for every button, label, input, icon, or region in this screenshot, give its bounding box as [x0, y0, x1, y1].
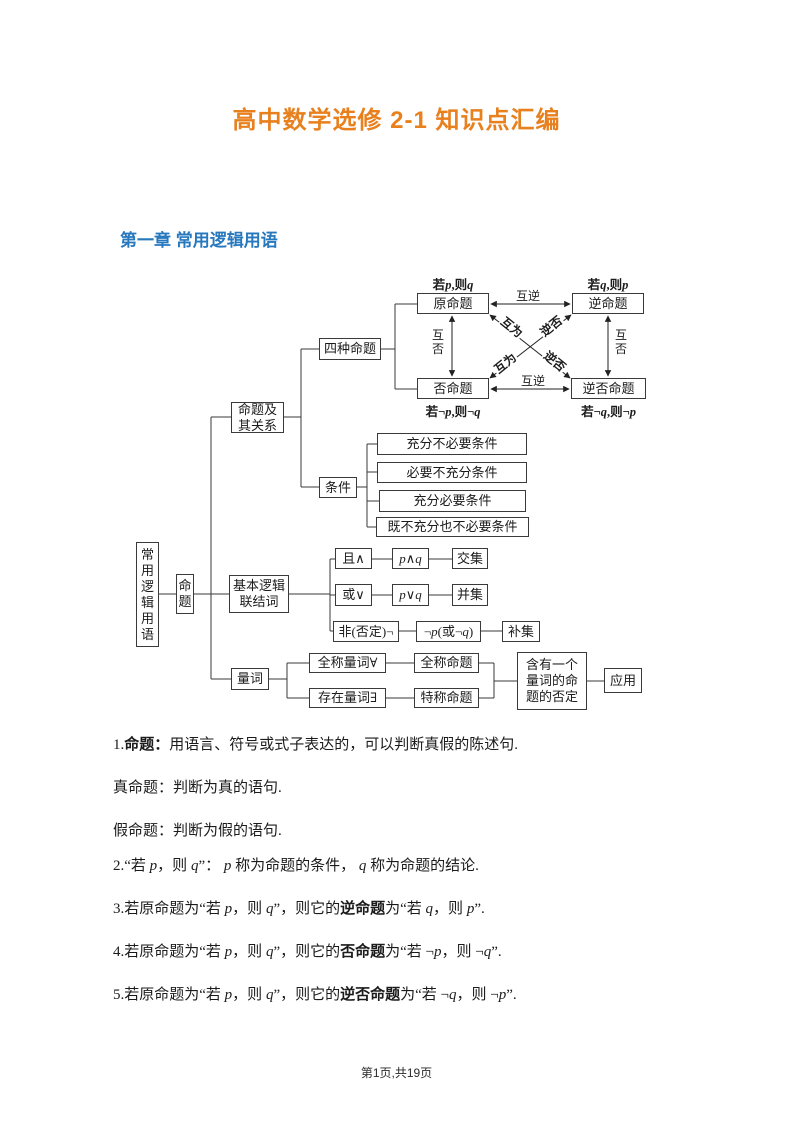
node-existential-quantifier: 存在量词∃: [309, 688, 386, 708]
node-and-connective: 且∧: [335, 548, 372, 569]
node-or-connective: 或∨: [335, 584, 372, 606]
note-2-if-p-then-q: 2.“若 p，则 q”： p 称为命题的条件， q 称为命题的结论.: [113, 858, 479, 874]
label-mutual-converse-top: 互逆: [515, 289, 540, 303]
note-1-proposition-definition: 1.命题：用语言、符号或式子表达的，可以判断真假的陈述句.: [113, 737, 519, 753]
logic-concept-map: 常 用 逻 辑 用 语 命 题 命题及 其关系 四种命题 条件 若p,则q 若q…: [134, 270, 649, 718]
node-common-logic-terms: 常 用 逻 辑 用 语: [136, 542, 159, 647]
node-particular-proposition: 特称命题: [414, 688, 479, 708]
document-title: 高中数学选修 2-1 知识点汇编: [232, 107, 561, 134]
note-3-converse: 3.若原命题为“若 p，则 q”，则它的逆命题为“若 q，则 p”.: [113, 901, 485, 917]
node-universal-quantifier: 全称量词∀: [309, 653, 386, 673]
node-application: 应用: [604, 668, 642, 693]
label-if-q-then-p: 若q,则p: [587, 278, 629, 292]
node-not-connective: 非(否定)¬: [333, 621, 399, 642]
note-true-proposition: 真命题：判断为真的语句.: [113, 780, 282, 796]
node-necessary-not-sufficient: 必要不充分条件: [377, 462, 527, 483]
node-universal-proposition: 全称命题: [414, 653, 479, 673]
node-not-p-or-not-q: ¬p(或¬q): [416, 621, 481, 642]
label-if-not-q-then-not-p: 若¬q,则¬p: [581, 405, 636, 419]
node-quantifiers: 量词: [231, 668, 269, 690]
node-intersection: 交集: [452, 548, 488, 569]
node-inverse-proposition: 否命题: [417, 378, 489, 399]
node-proposition: 命 题: [176, 574, 194, 614]
node-propositions-and-relations: 命题及 其关系: [231, 402, 284, 433]
node-four-propositions: 四种命题: [319, 338, 381, 360]
tree-branch-lines: [159, 303, 604, 699]
label-if-p-then-q: 若p,则q: [432, 278, 474, 292]
chapter-heading: 第一章 常用逻辑用语: [120, 231, 278, 250]
node-original-proposition: 原命题: [417, 293, 489, 314]
note-5-contrapositive: 5.若原命题为“若 p，则 q”，则它的逆否命题为“若 ¬q，则 ¬p”.: [113, 987, 517, 1003]
node-p-and-q: p∧q: [392, 548, 429, 569]
node-p-or-q: p∨q: [392, 584, 429, 606]
node-negation-of-quantified-proposition: 含有一个 量词的命 题的否定: [517, 652, 587, 710]
label-mutual-converse-bottom: 互逆: [520, 374, 545, 388]
label-mutual-inverse-right: 互 否: [614, 328, 627, 356]
node-sufficient-not-necessary: 充分不必要条件: [377, 433, 527, 455]
node-contrapositive-proposition: 逆否命题: [571, 378, 646, 399]
connector-lines: [159, 300, 612, 699]
node-neither-sufficient-nor-necessary: 既不充分也不必要条件: [376, 517, 529, 537]
node-sufficient-and-necessary: 充分必要条件: [379, 490, 526, 512]
node-basic-logical-connectives: 基本逻辑 联结词: [229, 575, 289, 613]
label-if-not-p-then-not-q: 若¬p,则¬q: [425, 405, 481, 419]
node-complement: 补集: [502, 621, 540, 642]
note-false-proposition: 假命题：判断为假的语句.: [113, 823, 282, 839]
node-condition: 条件: [319, 477, 357, 498]
label-mutual-inverse-left: 互 否: [431, 328, 444, 356]
node-converse-proposition: 逆命题: [572, 293, 644, 314]
node-union: 并集: [452, 584, 488, 606]
page-number-footer: 第1页,共19页: [360, 1066, 433, 1080]
note-4-inverse: 4.若原命题为“若 p，则 q”，则它的否命题为“若 ¬p，则 ¬q”.: [113, 944, 502, 960]
